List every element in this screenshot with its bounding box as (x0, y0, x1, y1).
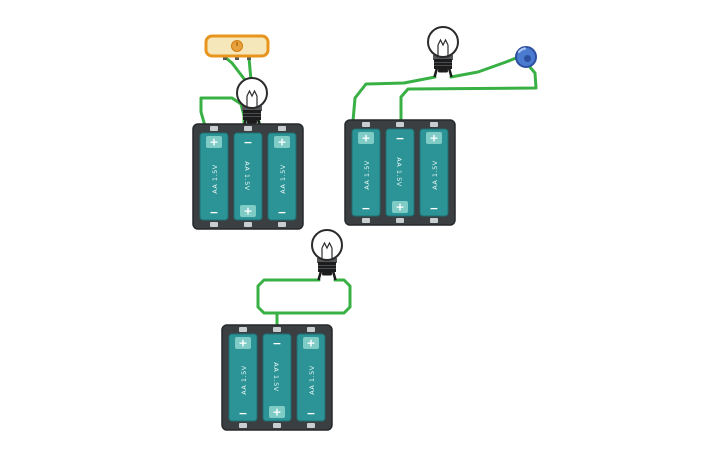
lightbulb-2[interactable] (426, 25, 460, 79)
led-highlight (517, 47, 527, 54)
wire-7[interactable] (256, 278, 352, 315)
blue-led[interactable] (515, 46, 537, 68)
wire-1[interactable] (199, 96, 246, 129)
wire-4[interactable] (351, 75, 437, 123)
lightbulb-1[interactable] (235, 76, 269, 130)
led-core (524, 55, 531, 62)
potentiometer[interactable] (204, 34, 270, 60)
battery-pack-3[interactable] (222, 325, 332, 430)
wire-6[interactable] (399, 64, 538, 123)
battery-pack-1[interactable] (193, 124, 303, 229)
lightbulb-3[interactable] (310, 228, 344, 282)
wire-5[interactable] (449, 56, 518, 79)
battery-pack-2[interactable] (345, 120, 455, 225)
